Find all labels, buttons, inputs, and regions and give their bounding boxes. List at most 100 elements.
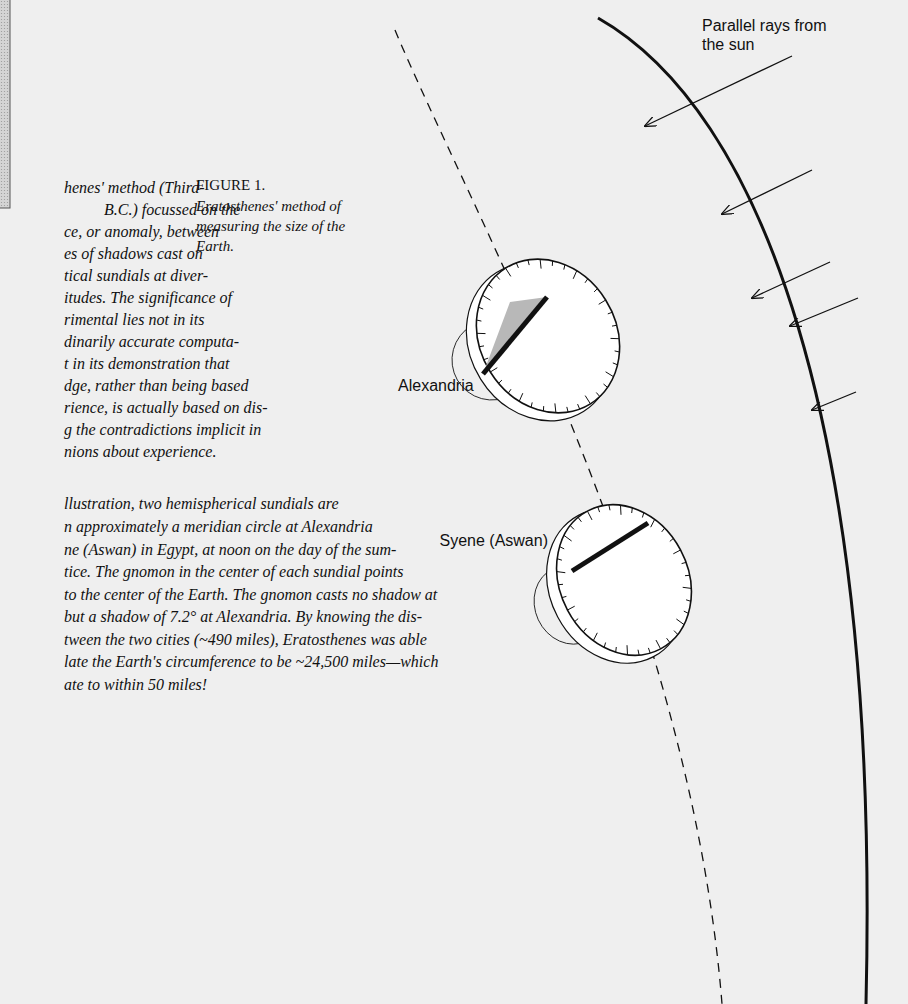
dial-tick [552, 261, 553, 266]
dial-tick [479, 345, 484, 347]
dial-tick [477, 333, 486, 334]
city-label: Alexandria [398, 376, 474, 395]
dial-tick [558, 584, 563, 585]
dial-tick [686, 600, 691, 602]
dial-tick [587, 511, 592, 520]
body-text-line: late the Earth's circumference to be ~24… [64, 652, 438, 672]
dial-tick [531, 402, 532, 407]
dial-tick [585, 279, 588, 283]
body-text-line: llustration, two hemispherical sundials … [64, 494, 339, 514]
sun-rays [645, 56, 858, 410]
dial-tick [604, 643, 605, 648]
dial-tick [562, 596, 566, 597]
body-text-line: to the center of the Earth. The gnomon c… [64, 585, 437, 605]
body-text-line: t in its demonstration that [64, 354, 229, 374]
dial-tick [631, 508, 633, 513]
dial-tick [596, 393, 600, 397]
dial-tick [519, 393, 523, 401]
dial-tick [578, 517, 581, 521]
dial-tick [560, 547, 565, 549]
dial-tick [594, 289, 597, 292]
rays-label: Parallel rays from the sun [702, 16, 832, 54]
body-text-line: nions about experience. [64, 442, 216, 462]
dial-tick [685, 575, 690, 576]
body-text-line: n approximately a meridian circle at Ale… [64, 517, 373, 537]
dial-tick [567, 407, 568, 412]
body-text-line: g the contradictions implicit in [64, 420, 261, 440]
city-label: Syene (Aswan) [440, 531, 549, 550]
dial-tick [620, 505, 622, 515]
dial-tick [564, 265, 565, 270]
dial-tick [488, 285, 492, 288]
body-text-line: henes' method (Third- [64, 178, 205, 198]
dial-tick [615, 351, 620, 352]
dial-tick [674, 631, 678, 635]
dial-tick [670, 539, 674, 542]
dial-tick [583, 628, 586, 632]
figure-number: FIGURE 1. [196, 176, 265, 195]
body-text-line: ate to within 50 miles! [64, 675, 207, 695]
dial-tick [615, 647, 617, 652]
dial-tick [667, 638, 670, 642]
dial-tick [568, 606, 575, 610]
body-text-line: rimental lies not in its [64, 310, 204, 330]
dial-tick [557, 559, 562, 561]
dial-tick [528, 260, 529, 265]
dial-tick [608, 312, 612, 314]
body-text-line: but a shadow of 7.2° at Alexandria. By k… [64, 607, 422, 627]
dial-tick [604, 384, 608, 387]
dial-tick [676, 619, 684, 625]
dial-tick [570, 526, 574, 530]
dial-tick [684, 611, 689, 613]
dial-tick [564, 535, 572, 541]
body-text-line: ce, or anomaly, between [64, 222, 219, 242]
dial-tick [477, 320, 482, 321]
dial-tick [662, 528, 665, 532]
corner-box [0, 0, 10, 208]
dial-tick [599, 300, 606, 304]
dial-tick [612, 325, 617, 327]
dial-tick [575, 619, 579, 622]
body-text-line: es of shadows cast on [64, 244, 203, 264]
dial-tick [613, 363, 618, 365]
alexandria-sundial [437, 232, 648, 449]
dial-tick [609, 505, 610, 510]
dial-tick [682, 562, 686, 563]
dial-tick [483, 295, 491, 300]
dial-tick [573, 271, 577, 279]
dial-tick [516, 263, 518, 268]
dial-tick [555, 403, 556, 412]
dial-tick [627, 645, 629, 655]
body-text-line: itudes. The significance of [64, 288, 232, 308]
syene-sundial [520, 481, 717, 688]
body-text-line: dge, rather than being based [64, 376, 248, 396]
body-text-line: ne (Aswan) in Egypt, at noon on the day … [64, 540, 396, 560]
figure-caption: Eratosthenes' method of measuring the si… [196, 196, 356, 256]
dial-tick [543, 406, 544, 411]
body-text-line: tice. The gnomon in the center of each s… [64, 562, 404, 582]
dial-tick [479, 307, 484, 309]
dial-tick [496, 275, 500, 279]
dial-tick [656, 640, 661, 649]
dial-tick [484, 358, 488, 360]
body-text-line: rience, is actually based on dis- [64, 398, 268, 418]
dial-tick [506, 268, 511, 276]
dial-tick [598, 507, 600, 512]
dial-tick [578, 404, 580, 409]
dial-tick [490, 368, 497, 372]
dial-tick [606, 372, 614, 377]
body-text-line: tween the two cities (~490 miles), Erato… [64, 630, 427, 650]
dial-tick [499, 380, 502, 383]
dial-tick [585, 396, 590, 404]
dial-tick [611, 338, 620, 339]
dial-tick [540, 259, 541, 268]
meridian-circle [395, 30, 722, 1004]
dial-tick [648, 648, 650, 653]
dial-tick [557, 572, 566, 573]
body-text-line: dinarily accurate computa- [64, 332, 239, 352]
dial-tick [651, 520, 655, 528]
dial-tick [683, 587, 692, 588]
body-text-line: tical sundials at diver- [64, 266, 208, 286]
dial-tick [642, 513, 643, 518]
dial-tick [593, 633, 597, 641]
